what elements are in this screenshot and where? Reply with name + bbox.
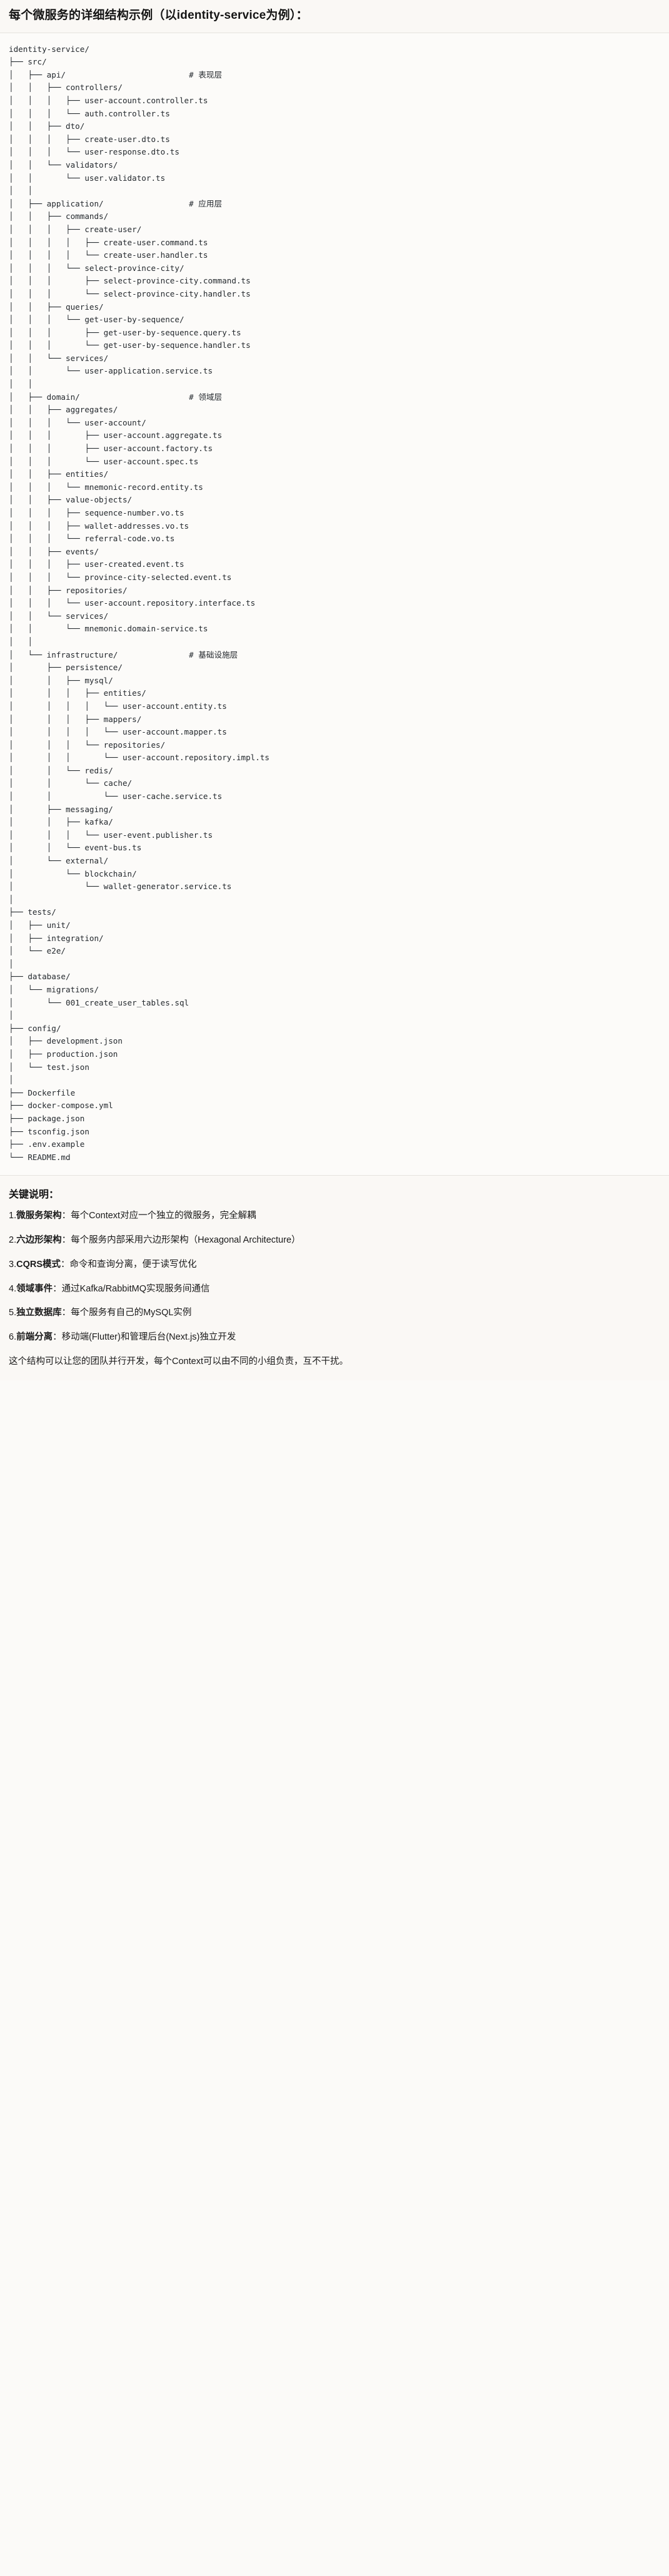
note-label: 六边形架构	[16, 1235, 62, 1246]
note-text: 每个服务有自己的MySQL实例	[71, 1308, 192, 1318]
note-number: 2.	[9, 1235, 17, 1246]
note-separator: ：	[61, 1259, 70, 1270]
title-block: 每个微服务的详细结构示例（以identity-service为例）：	[0, 0, 669, 33]
note-item: 6.前端分离：移动端(Flutter)和管理后台(Next.js)独立开发	[9, 1331, 660, 1345]
note-number: 3.	[9, 1259, 17, 1270]
note-item: 4.领域事件：通过Kafka/RabbitMQ实现服务间通信	[9, 1283, 660, 1296]
note-text: 命令和查询分离，便于读写优化	[69, 1259, 197, 1270]
note-item: 3.CQRS模式：命令和查询分离，便于读写优化	[9, 1258, 660, 1272]
note-label: 领域事件	[16, 1283, 53, 1294]
note-label: 微服务架构	[16, 1211, 62, 1221]
note-text: 通过Kafka/RabbitMQ实现服务间通信	[61, 1283, 210, 1294]
note-item: 2.六边形架构：每个服务内部采用六边形架构（Hexagonal Architec…	[9, 1234, 660, 1248]
note-separator: ：	[61, 1308, 71, 1318]
note-text: 每个服务内部采用六边形架构（Hexagonal Architecture）	[71, 1235, 301, 1246]
closing-paragraph: 这个结构可以让您的团队并行开发，每个Context可以由不同的小组负责，互不干扰…	[9, 1356, 348, 1367]
note-label: CQRS模式	[16, 1259, 61, 1270]
note-separator: ：	[53, 1332, 62, 1343]
note-label: 前端分离	[16, 1332, 53, 1343]
note-item: 5.独立数据库：每个服务有自己的MySQL实例	[9, 1306, 660, 1320]
directory-tree: identity-service/ ├── src/ │ ├── api/ # …	[9, 44, 270, 1162]
note-number: 6.	[9, 1332, 17, 1343]
key-notes-heading: 关键说明：	[9, 1189, 59, 1201]
note-text: 每个Context对应一个独立的微服务，完全解耦	[71, 1211, 256, 1221]
note-label: 独立数据库	[16, 1308, 62, 1318]
page-root: 每个微服务的详细结构示例（以identity-service为例）： ident…	[0, 0, 669, 1380]
note-item: 1.微服务架构：每个Context对应一个独立的微服务，完全解耦	[9, 1209, 660, 1223]
note-separator: ：	[61, 1211, 71, 1221]
note-text: 移动端(Flutter)和管理后台(Next.js)独立开发	[61, 1332, 236, 1343]
note-number: 1.	[9, 1211, 17, 1221]
note-separator: ：	[53, 1283, 62, 1294]
key-notes-block: 关键说明： 1.微服务架构：每个Context对应一个独立的微服务，完全解耦 2…	[0, 1176, 669, 1380]
note-separator: ：	[61, 1235, 71, 1246]
note-number: 4.	[9, 1283, 17, 1294]
page-title: 每个微服务的详细结构示例（以identity-service为例）：	[9, 9, 308, 22]
directory-tree-block: identity-service/ ├── src/ │ ├── api/ # …	[0, 33, 669, 1176]
note-number: 5.	[9, 1308, 17, 1318]
